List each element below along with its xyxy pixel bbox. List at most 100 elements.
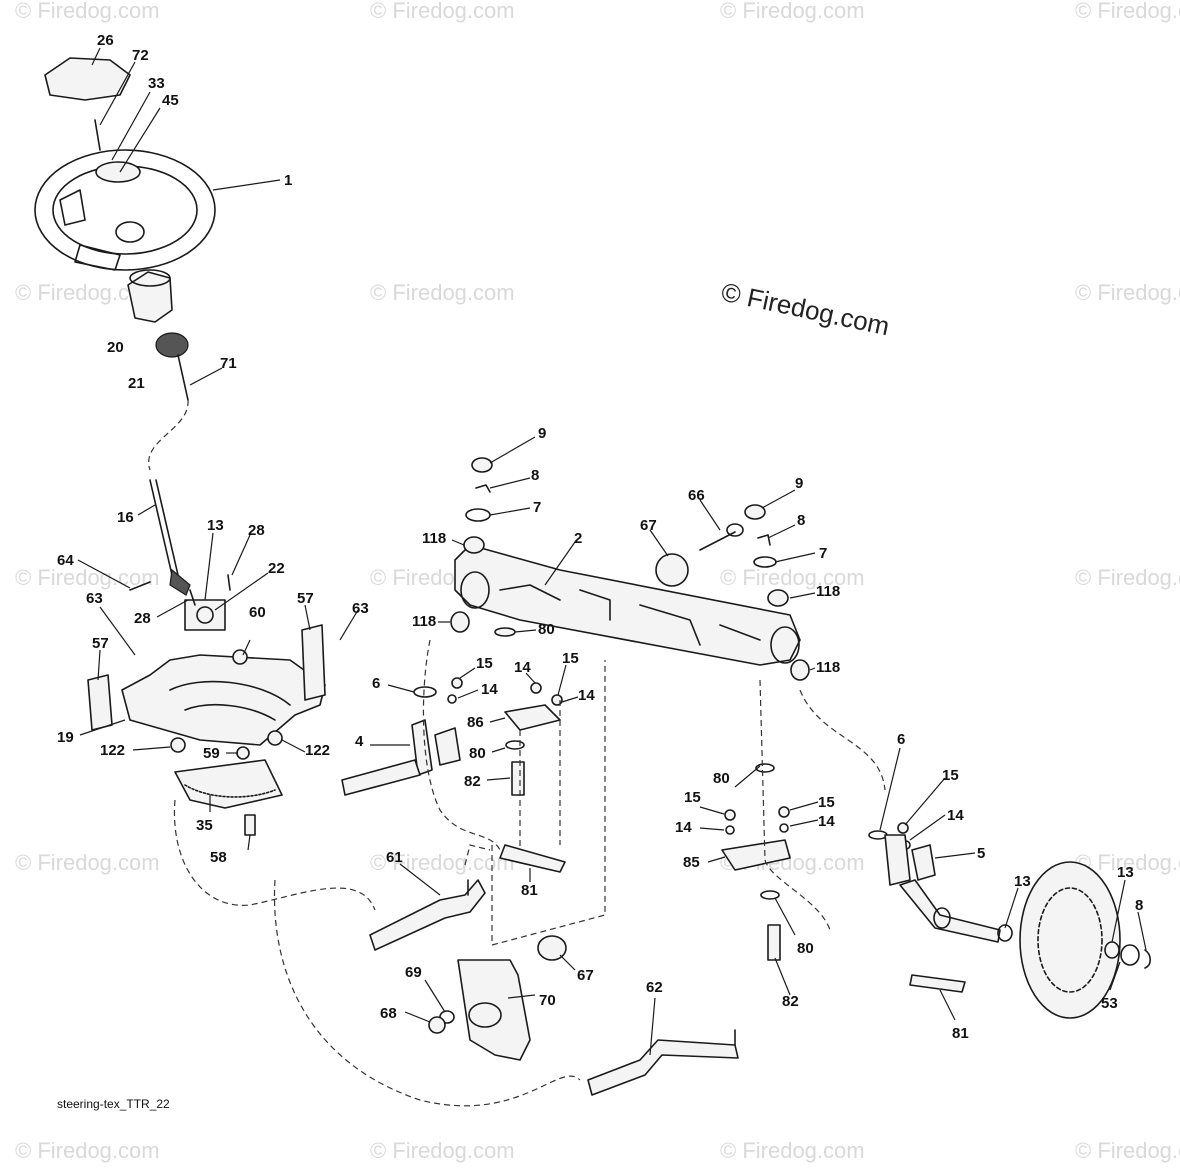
callout-118: 118 bbox=[816, 659, 840, 676]
wheel-hub bbox=[115, 221, 145, 243]
shaft-gear bbox=[169, 568, 191, 596]
callout-63: 63 bbox=[86, 590, 103, 607]
callout-82: 82 bbox=[782, 993, 799, 1010]
callout-80: 80 bbox=[713, 770, 730, 787]
steering-shaft-edge bbox=[155, 479, 179, 576]
connection-line bbox=[173, 799, 376, 911]
callout-15: 15 bbox=[562, 650, 579, 667]
callout-22: 22 bbox=[268, 560, 285, 577]
pivot-bolt-head bbox=[726, 523, 744, 537]
callout-61: 61 bbox=[386, 849, 403, 866]
callout-15: 15 bbox=[942, 767, 959, 784]
wheel-spoke bbox=[59, 189, 86, 226]
callout-69: 69 bbox=[405, 964, 422, 981]
callout-60: 60 bbox=[249, 604, 266, 621]
right-linkage-assembly bbox=[721, 679, 831, 961]
tie-rod-end bbox=[909, 974, 966, 993]
bolt bbox=[227, 574, 231, 591]
nut bbox=[778, 806, 790, 818]
steering-shaft-assembly bbox=[87, 479, 376, 911]
axle-end bbox=[460, 571, 490, 609]
nut bbox=[724, 809, 736, 821]
bolt bbox=[244, 814, 256, 836]
callout-2: 2 bbox=[574, 530, 582, 547]
callout-45: 45 bbox=[162, 92, 179, 109]
callout-80: 80 bbox=[469, 745, 486, 762]
washer bbox=[413, 686, 437, 698]
callout-71: 71 bbox=[220, 355, 237, 372]
callout-62: 62 bbox=[646, 979, 663, 996]
front-wheel bbox=[1019, 861, 1121, 1019]
callout-7: 7 bbox=[819, 545, 827, 562]
lock-washer bbox=[725, 825, 735, 835]
callout-59: 59 bbox=[203, 745, 220, 762]
front-axle bbox=[454, 544, 801, 666]
wheel-spoke bbox=[74, 244, 121, 271]
callout-53: 53 bbox=[1101, 995, 1118, 1012]
callout-85: 85 bbox=[683, 854, 700, 871]
bolt bbox=[189, 589, 196, 606]
callout-81: 81 bbox=[521, 882, 538, 899]
callout-28: 28 bbox=[248, 522, 265, 539]
nut bbox=[451, 677, 463, 689]
watermark: © Firedog.com bbox=[15, 1138, 160, 1163]
callout-68: 68 bbox=[380, 1005, 397, 1022]
steering-shaft bbox=[149, 479, 173, 576]
callout-20: 20 bbox=[107, 339, 124, 356]
plate-hole bbox=[468, 1002, 502, 1028]
bracket-bearing bbox=[196, 606, 214, 624]
center-linkage-assembly bbox=[447, 660, 606, 946]
bushing bbox=[450, 611, 470, 633]
copyright-notice: © Firedog.com bbox=[719, 277, 892, 342]
bushing bbox=[767, 589, 789, 607]
clip bbox=[757, 534, 771, 546]
watermark: © Firedog.com bbox=[1075, 0, 1180, 23]
tie-rod bbox=[587, 1039, 739, 1096]
washer bbox=[760, 890, 780, 900]
spacer-washer bbox=[537, 935, 567, 961]
left-spindle-assembly bbox=[341, 639, 501, 851]
watermark: © Firedog.com bbox=[720, 565, 865, 590]
callout-1: 1 bbox=[284, 172, 292, 189]
spindle-shaft bbox=[884, 834, 911, 886]
king-pin bbox=[511, 761, 525, 796]
axle-detail bbox=[499, 584, 761, 646]
leader-lines bbox=[77, 47, 1147, 1056]
pivot-plate-assembly bbox=[273, 879, 581, 1107]
clip bbox=[475, 484, 491, 493]
callout-15: 15 bbox=[476, 655, 493, 672]
callout-15: 15 bbox=[818, 794, 835, 811]
tie-rod bbox=[369, 879, 486, 951]
watermark-layer: © Firedog.com © Firedog.com © Firedog.co… bbox=[15, 0, 1180, 1163]
watermark: © Firedog.com bbox=[1075, 565, 1180, 590]
mounting-plate bbox=[121, 654, 326, 746]
bushing bbox=[463, 536, 485, 554]
callout-13: 13 bbox=[207, 517, 224, 534]
callout-122: 122 bbox=[100, 742, 125, 759]
washer bbox=[505, 740, 525, 750]
callout-82: 82 bbox=[464, 773, 481, 790]
nut bbox=[428, 1016, 446, 1034]
callout-14: 14 bbox=[947, 807, 964, 824]
watermark: © Firedog.com bbox=[15, 565, 160, 590]
callout-8: 8 bbox=[531, 467, 539, 484]
connection-line bbox=[273, 879, 581, 1107]
callout-57: 57 bbox=[92, 635, 109, 652]
clip bbox=[1144, 949, 1152, 969]
callout-63: 63 bbox=[352, 600, 369, 617]
callout-13: 13 bbox=[1014, 873, 1031, 890]
callout-80: 80 bbox=[797, 940, 814, 957]
connection-line bbox=[759, 679, 831, 931]
spindle-arm bbox=[911, 844, 936, 881]
callout-118: 118 bbox=[412, 613, 436, 630]
callout-81: 81 bbox=[952, 1025, 969, 1042]
callout-57: 57 bbox=[297, 590, 314, 607]
sector-gear bbox=[174, 759, 283, 809]
washer bbox=[1120, 944, 1140, 966]
callout-26: 26 bbox=[97, 32, 114, 49]
connection-line bbox=[148, 399, 189, 471]
plate-slot bbox=[169, 680, 291, 706]
watermark: © Firedog.com bbox=[15, 850, 160, 875]
callout-118: 118 bbox=[422, 530, 446, 547]
